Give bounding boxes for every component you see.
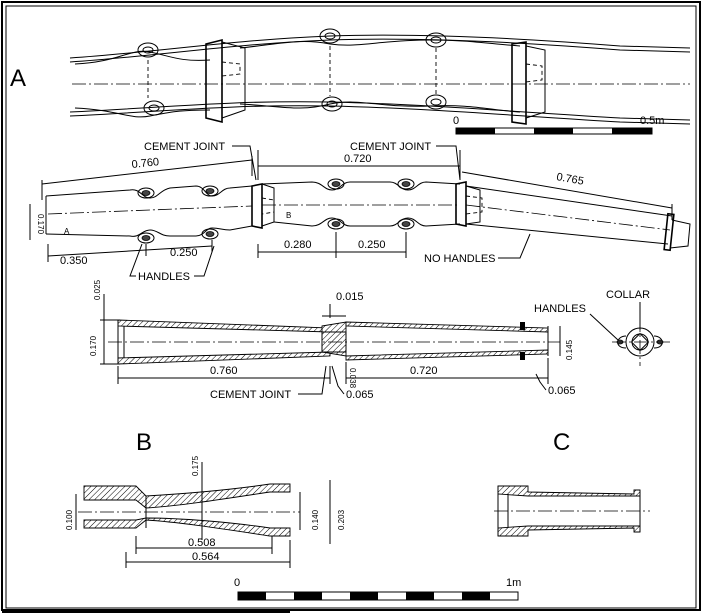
label-handles-plan: HANDLES [138,271,190,283]
label-no-handles: NO HANDLES [424,253,496,265]
section-view: 0.025 0.170 0.015 0.760 0.720 0.145 0.03… [89,279,670,401]
dim-0-564: 0.564 [192,551,220,563]
dim-0-175: 0.175 [191,455,200,476]
scale-top-start: 0 [453,115,459,127]
dim-0-280: 0.280 [284,239,312,251]
dim-0-015: 0.015 [336,291,364,303]
scale-bottom-start: 0 [234,577,240,589]
scale-bar-top: 0 0.5m [453,115,664,135]
dim-0-350: 0.350 [60,255,88,267]
dim-0-250-b: 0.250 [358,239,386,251]
dim-0-508: 0.508 [188,537,216,549]
scale-bar-bottom: 0 1m [234,577,521,601]
dim-0-760-section: 0.760 [210,365,238,377]
dim-0-720-plan: 0.720 [344,153,372,165]
dim-0-145: 0.145 [565,339,574,360]
assembly-view [69,28,691,125]
dim-0-250-a: 0.250 [170,247,198,259]
scale-bottom-end: 1m [506,577,521,589]
mark-b: B [286,211,291,220]
dim-0-140: 0.140 [311,509,320,530]
label-handles-collar: HANDLES [534,303,586,315]
scale-top-end: 0.5m [640,115,664,127]
mark-a: A [64,227,70,236]
dim-0-170-section: 0.170 [89,335,98,356]
label-cement-joint-1: CEMENT JOINT [144,141,225,153]
section-c [494,485,650,537]
dim-0-025: 0.025 [93,279,102,300]
label-cement-joint-section: CEMENT JOINT [210,389,291,401]
section-b: 0.175 0.100 0.140 0.203 0.508 0.564 [65,455,346,568]
dim-0-065-b: 0.065 [548,385,576,397]
dim-0-203: 0.203 [337,509,346,530]
dim-0-100: 0.100 [65,509,74,530]
label-cement-joint-2: CEMENT JOINT [350,141,431,153]
dim-0-720-section: 0.720 [410,365,438,377]
plan-view: 0.760 0.720 0.765 0.170 A B [29,141,691,283]
dim-0-170-plan: 0.170 [36,214,45,235]
dim-0-765-plan: 0.765 [555,171,584,188]
label-collar: COLLAR [606,289,650,301]
frame-inner [5,5,697,609]
dim-0-760-plan: 0.760 [131,156,160,171]
panel-label-c: C [553,429,570,456]
panel-label-a: A [10,65,26,92]
dim-0-038: 0.038 [348,368,357,389]
panel-label-b: B [136,429,152,456]
dim-0-065-a: 0.065 [346,389,374,401]
